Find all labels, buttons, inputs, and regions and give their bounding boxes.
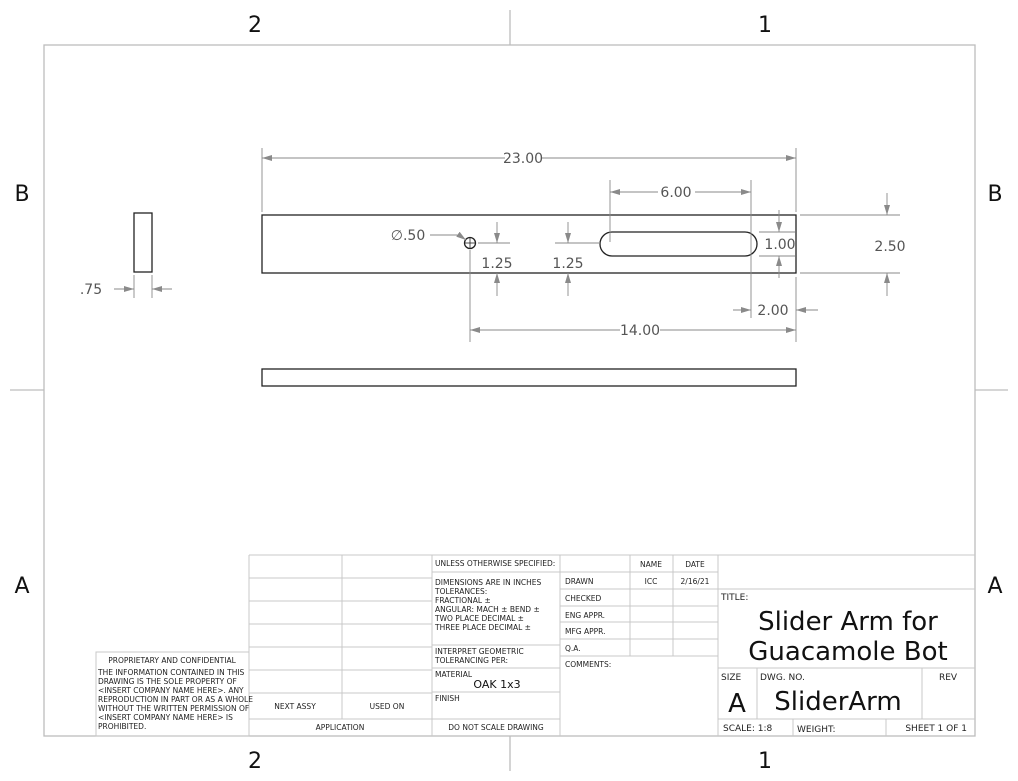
zone-row-b-left: B — [14, 182, 29, 207]
dim-hole-offset: 1.25 — [481, 256, 512, 272]
dim-hole-diameter: ∅.50 — [391, 228, 425, 244]
proprietary-line: THE INFORMATION CONTAINED IN THIS — [97, 668, 245, 677]
dwg-no-value: SliderArm — [774, 687, 902, 717]
proprietary-line: PROHIBITED. — [98, 722, 146, 731]
row-label: DRAWN — [565, 577, 593, 586]
used-on-label: USED ON — [370, 702, 405, 711]
name-header: NAME — [640, 560, 662, 569]
sheet-border — [10, 10, 1008, 771]
dimensions: 23.00 6.00 1.00 2.50 ∅.50 1.25 1.25 — [80, 148, 906, 342]
zone-row-a-left: A — [14, 574, 29, 599]
tolerance-line: THREE PLACE DECIMAL ± — [434, 623, 531, 632]
dim-slot-end-offset: 2.00 — [757, 303, 788, 319]
row-label: Q.A. — [565, 644, 581, 653]
proprietary-notice: PROPRIETARY AND CONFIDENTIAL THE INFORMA… — [97, 656, 253, 731]
zone-col-2-bottom: 2 — [248, 749, 262, 774]
unless-specified: UNLESS OTHERWISE SPECIFIED: — [435, 559, 555, 568]
rev-label: REV — [939, 673, 958, 683]
interpret-line: TOLERANCING PER: — [434, 656, 508, 665]
size-value: A — [728, 689, 746, 719]
weight-label: WEIGHT: — [797, 725, 836, 735]
material-label: MATERIAL — [435, 670, 473, 679]
proprietary-line: DRAWING IS THE SOLE PROPERTY OF — [98, 677, 237, 686]
tolerance-line: ANGULAR: MACH ± BEND ± — [435, 605, 540, 614]
dim-slot-length: 6.00 — [660, 185, 691, 201]
zone-row-a-right: A — [987, 574, 1002, 599]
application-label: APPLICATION — [316, 723, 365, 732]
size-label: SIZE — [721, 673, 742, 683]
row-date: 2/16/21 — [681, 577, 710, 586]
tolerance-line: DIMENSIONS ARE IN INCHES — [435, 578, 542, 587]
tolerance-line: FRACTIONAL ± — [435, 596, 491, 605]
zone-col-2-top: 2 — [248, 13, 262, 38]
title-block: PROPRIETARY AND CONFIDENTIAL THE INFORMA… — [95, 554, 975, 737]
interpret-line: INTERPRET GEOMETRIC — [435, 647, 524, 656]
row-label: CHECKED — [565, 594, 602, 603]
material-value: OAK 1x3 — [473, 678, 520, 691]
dwg-no-label: DWG. NO. — [760, 673, 805, 683]
finish-label: FINISH — [435, 694, 460, 703]
row-name: ICC — [645, 577, 658, 586]
arm-outline — [261, 214, 797, 274]
tolerance-line: TWO PLACE DECIMAL ± — [434, 614, 524, 623]
approval-rows: DRAWN ICC 2/16/21 CHECKED ENG APPR. MFG … — [565, 577, 710, 653]
dim-thickness: .75 — [80, 282, 102, 298]
proprietary-line: REPRODUCTION IN PART OR AS A WHOLE — [98, 695, 253, 704]
dim-hole-to-end: 14.00 — [620, 323, 660, 339]
dim-overall-width: 2.50 — [874, 239, 905, 255]
sheet-label: SHEET 1 OF 1 — [905, 724, 967, 734]
row-label: MFG APPR. — [565, 627, 606, 636]
comments-label: COMMENTS: — [565, 660, 611, 669]
title-line-1: Slider Arm for — [758, 607, 938, 637]
title-label: TITLE: — [720, 593, 748, 603]
slot — [599, 231, 758, 257]
bottom-view — [261, 368, 797, 387]
proprietary-heading: PROPRIETARY AND CONFIDENTIAL — [108, 656, 236, 665]
proprietary-line: <INSERT COMPANY NAME HERE>. ANY — [98, 686, 244, 695]
date-header: DATE — [685, 560, 705, 569]
proprietary-line: <INSERT COMPANY NAME HERE> IS — [98, 713, 233, 722]
tolerance-line: TOLERANCES: — [434, 587, 487, 596]
dim-overall-length: 23.00 — [503, 151, 543, 167]
next-assy-label: NEXT ASSY — [274, 702, 316, 711]
zone-labels: 2 1 2 1 B B A A — [14, 13, 1002, 774]
side-view — [133, 212, 153, 273]
row-label: ENG APPR. — [565, 611, 605, 620]
zone-col-1-bottom: 1 — [758, 749, 772, 774]
dim-slot-width: 1.00 — [764, 237, 795, 253]
front-view — [261, 214, 797, 274]
scale-label: SCALE: 1:8 — [723, 724, 773, 734]
zone-row-b-right: B — [987, 182, 1002, 207]
zone-col-1-top: 1 — [758, 13, 772, 38]
dim-slot-offset: 1.25 — [552, 256, 583, 272]
proprietary-line: WITHOUT THE WRITTEN PERMISSION OF — [98, 704, 249, 713]
do-not-scale: DO NOT SCALE DRAWING — [448, 723, 544, 732]
title-line-2: Guacamole Bot — [748, 637, 947, 667]
